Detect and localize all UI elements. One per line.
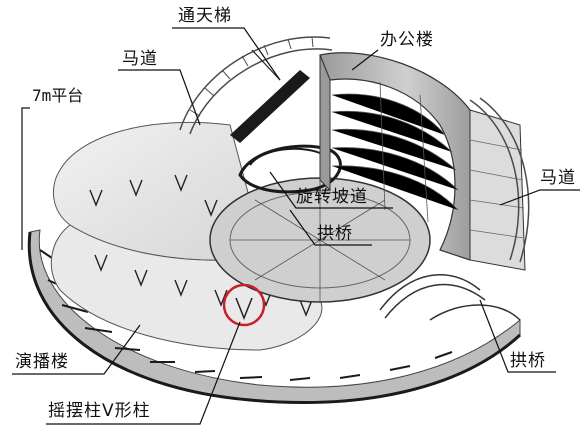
highlight-circle: [222, 283, 266, 327]
outer-ring: [27, 229, 522, 404]
label-office-building: 办公楼: [380, 30, 434, 50]
label-7m-platform: 7m平台: [32, 86, 84, 105]
leader-lines: [12, 27, 580, 425]
label-arch-bridge-center: 拱桥: [317, 224, 353, 244]
platform-deck: [50, 122, 323, 351]
label-arch-bridge-right: 拱桥: [510, 351, 546, 371]
office-building: [319, 52, 526, 271]
label-rocking-v-column: 摇摆柱V形柱: [48, 401, 151, 421]
label-catwalk-left: 马道: [122, 49, 158, 69]
label-spiral-ramp: 旋转坡道: [296, 187, 368, 207]
label-sky-ladder: 通天梯: [178, 6, 232, 26]
sky-ladder: [230, 49, 310, 143]
arch-truss: [179, 36, 530, 263]
label-catwalk-right: 马道: [540, 168, 576, 188]
label-studio-building: 演播楼: [15, 352, 69, 372]
arch-bridge-front: [379, 273, 521, 321]
